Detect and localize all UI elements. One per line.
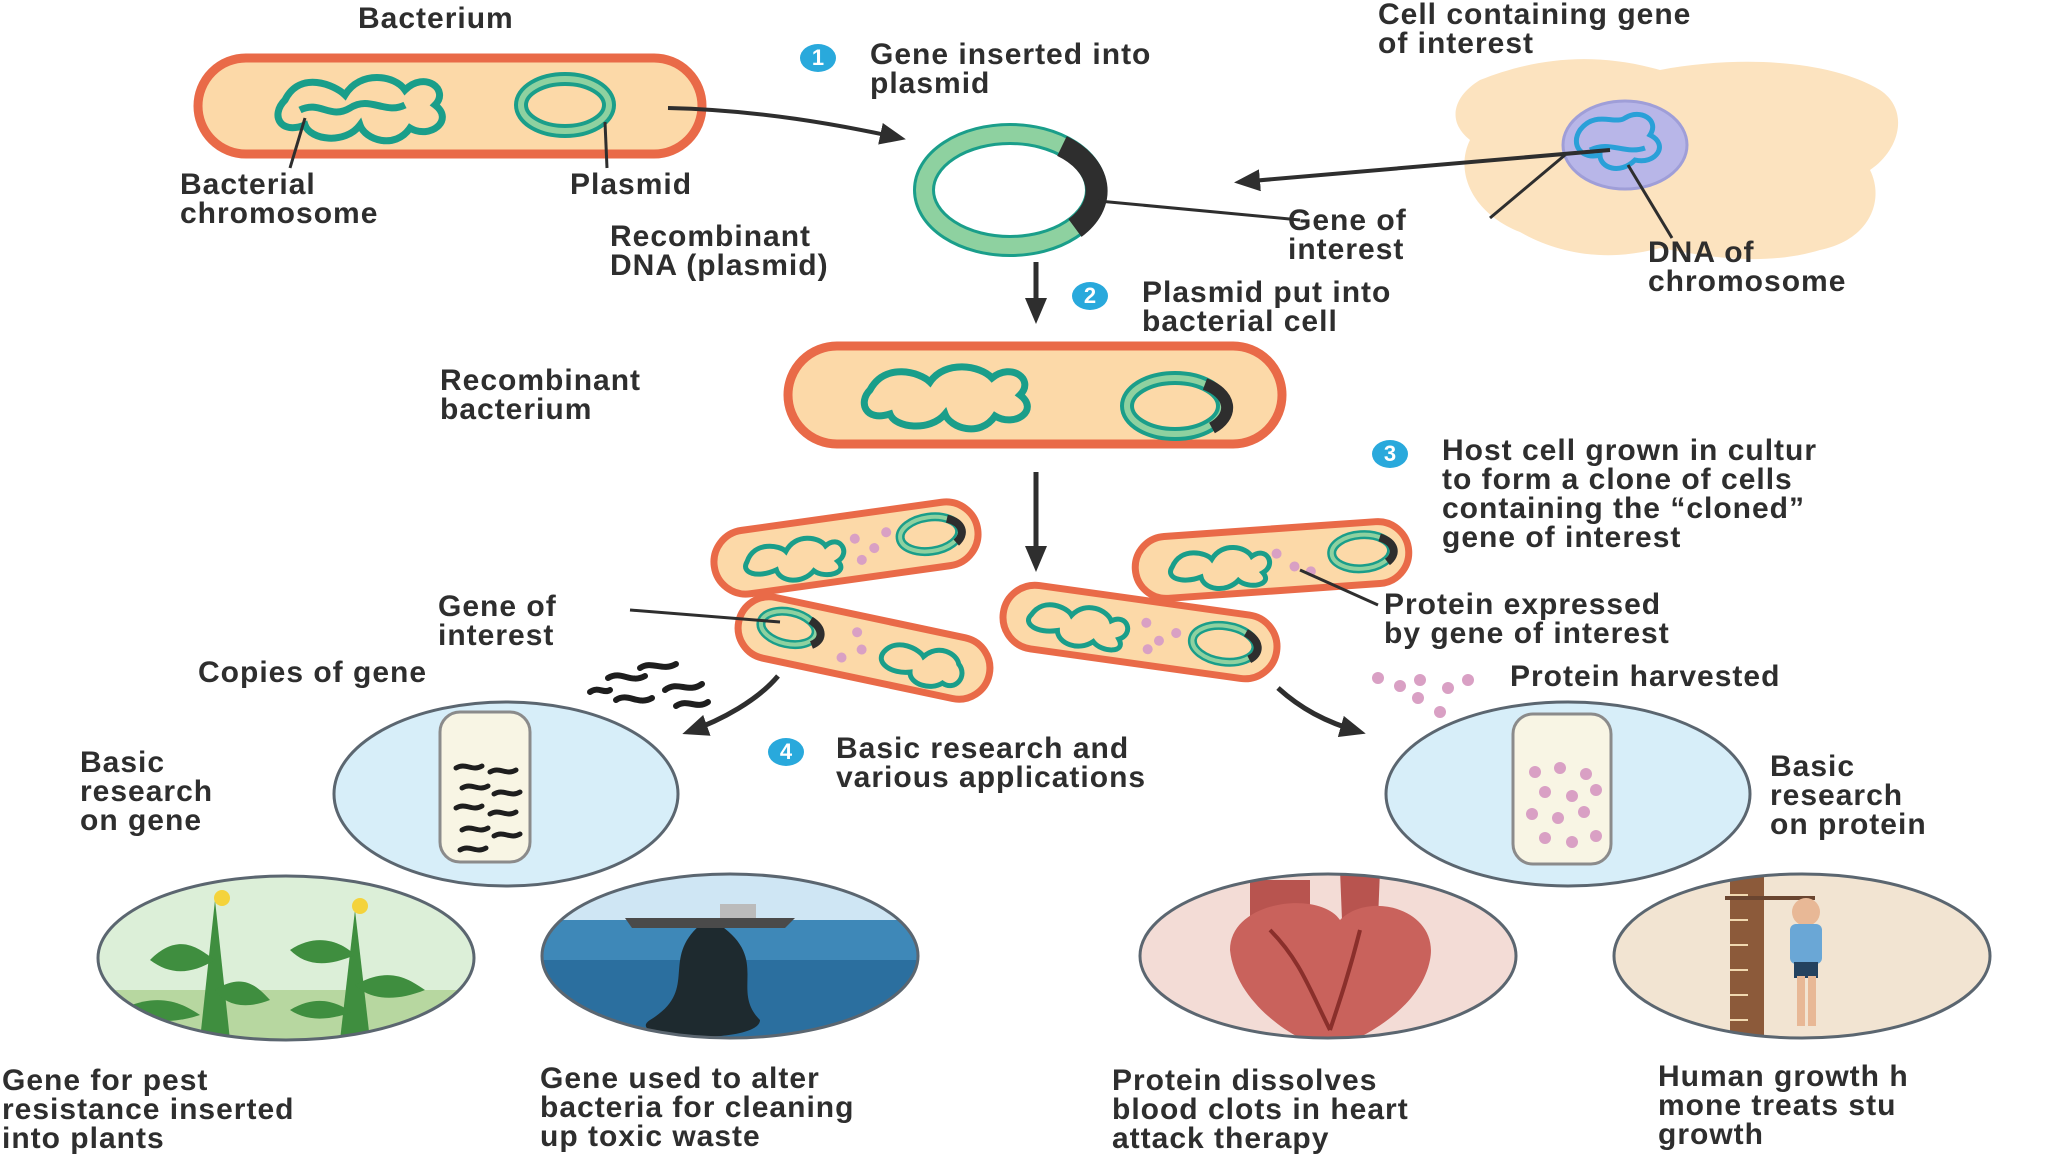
label-basic-research-gene: Basic research on gene: [80, 746, 214, 837]
recombinant-plasmid: [913, 123, 1301, 257]
label-protein-harvested: Protein harvested: [1510, 660, 1781, 693]
label-copies-of-gene: Copies of gene: [198, 656, 428, 689]
label-basic-research-protein: Basic research on protein: [1770, 750, 1927, 841]
oil-spill-ship-icon: [540, 872, 920, 1040]
donor-cell: [1234, 59, 1899, 260]
caption-toxic-waste: Gene used to alter bacteria for cleaning…: [540, 1062, 855, 1153]
clone-bacterium-1: [710, 498, 982, 598]
nucleus: [1561, 99, 1689, 191]
gene-research-circle: [332, 700, 680, 888]
label-cell-containing-gene: Cell containing gene of interest: [1378, 0, 1692, 60]
clone-bacterium-2: [1131, 518, 1413, 602]
child-height-chart-icon: [1612, 872, 1992, 1040]
caption-pest-resistance: Gene for pest resistance inserted into p…: [2, 1064, 295, 1155]
caption-growth-hormone: Human growth h mone treats stu growth: [1658, 1060, 1909, 1151]
label-bacterium: Bacterium: [358, 2, 514, 35]
step-4-badge: 4: [768, 738, 804, 766]
harvested-protein: [1372, 672, 1474, 718]
clone-bacterium-3: [734, 593, 994, 703]
bacterial-chromosome-dna: [274, 74, 446, 145]
clone-bacterium-4: [999, 581, 1281, 683]
label-gene-of-interest-top: Gene of interest: [1288, 204, 1407, 266]
label-dna-of-chromosome: DNA of chromosome: [1648, 236, 1847, 298]
caption-blood-clots: Protein dissolves blood clots in heart a…: [1112, 1064, 1409, 1155]
step-3-badge: 3: [1372, 440, 1408, 468]
heart-icon: [1138, 872, 1518, 1040]
protein-research-circle: [1384, 700, 1752, 888]
bacterium-top: [193, 53, 707, 169]
step-2-badge: 2: [1072, 282, 1108, 310]
label-recombinant-dna: Recombinant DNA (plasmid): [610, 220, 829, 282]
label-gene-of-interest-mid: Gene of interest: [438, 590, 557, 652]
chromosome-dna: [1573, 111, 1662, 171]
step-3-text: Host cell grown in cultur to form a clon…: [1442, 434, 1818, 554]
label-recombinant-bacterium: Recombinant bacterium: [440, 364, 642, 426]
label-bacterial-chromosome: Bacterial chromosome: [180, 168, 379, 230]
label-plasmid: Plasmid: [570, 168, 693, 201]
step-1-badge: 1: [800, 44, 836, 72]
step-4-text: Basic research and various applications: [836, 732, 1147, 794]
gene-of-interest-segment: [1056, 136, 1108, 237]
gene-copies: [587, 661, 711, 709]
corn-plants-icon: [96, 874, 476, 1042]
step-2-text: Plasmid put into bacterial cell: [1142, 276, 1392, 338]
step-1-text: Gene inserted into plasmid: [870, 38, 1152, 100]
recombinant-bacterium: [783, 341, 1287, 449]
label-protein-expressed: Protein expressed by gene of interest: [1384, 588, 1670, 650]
